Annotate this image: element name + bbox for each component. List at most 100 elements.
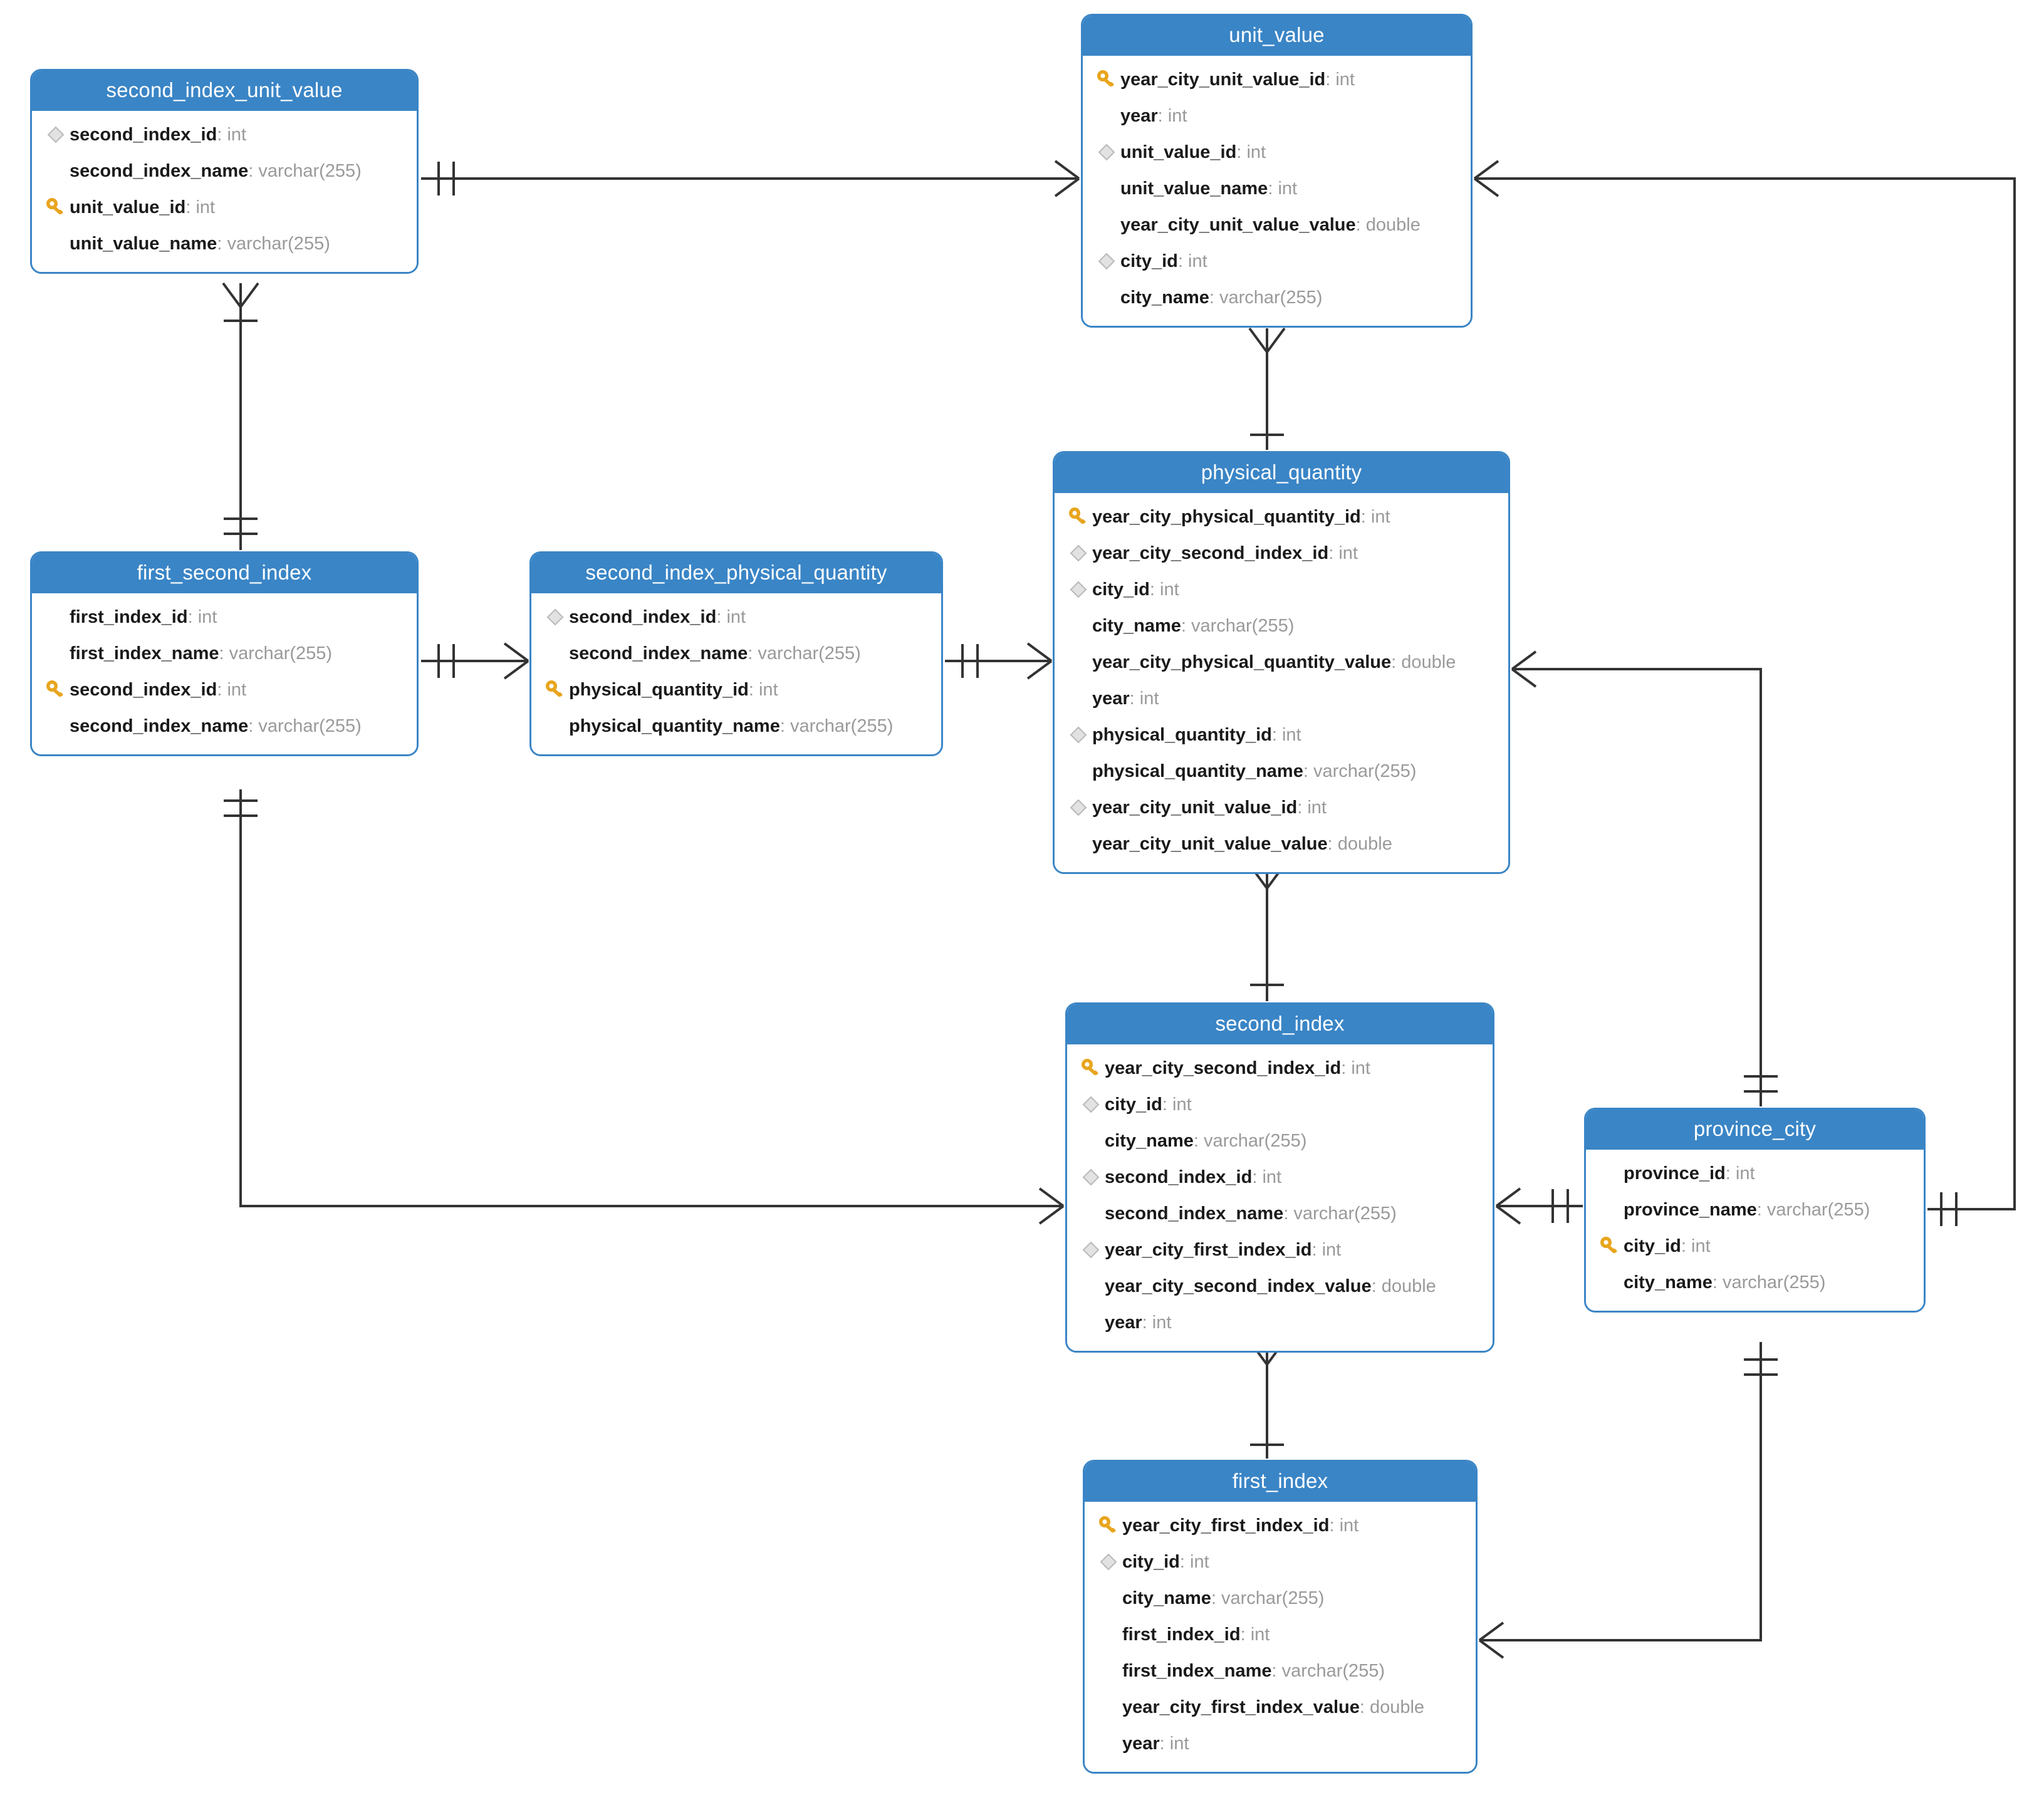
attribute-separator: :	[1283, 1203, 1294, 1224]
diamond-icon	[1077, 1237, 1105, 1262]
diamond-icon	[1093, 140, 1120, 165]
attribute-row[interactable]: second_index_id: int	[32, 117, 417, 153]
attribute-separator: :	[1355, 214, 1366, 235]
attribute-row[interactable]: year_city_unit_value_value: double	[1055, 826, 1508, 862]
attribute-type: int	[197, 606, 217, 627]
attribute-separator: :	[1149, 579, 1160, 600]
attribute-row[interactable]: unit_value_id: int	[32, 189, 417, 226]
attribute-row[interactable]: city_id: int	[1067, 1086, 1493, 1123]
attribute-separator: :	[1271, 1660, 1282, 1681]
edge-first-second-index-to-second-index	[224, 789, 1065, 1225]
attribute-row[interactable]: physical_quantity_id: int	[531, 672, 941, 708]
attribute-type: int	[1160, 579, 1179, 600]
attribute-row[interactable]: province_id: int	[1586, 1155, 1924, 1192]
attribute-row[interactable]: first_index_id: int	[1085, 1616, 1476, 1653]
attribute-name: physical_quantity_id	[569, 679, 749, 700]
attribute-row[interactable]: year_city_first_index_id: int	[1067, 1232, 1493, 1268]
attribute-row[interactable]: unit_value_name: int	[1083, 170, 1471, 207]
attribute-row[interactable]: physical_quantity_name: varchar(255)	[531, 708, 941, 744]
attribute-row[interactable]: second_index_name: varchar(255)	[32, 708, 417, 744]
attribute-row[interactable]: city_id: int	[1055, 571, 1508, 608]
attribute-row[interactable]: year: int	[1055, 680, 1508, 717]
diamond-icon	[1065, 795, 1092, 820]
attribute-row[interactable]: city_name: varchar(255)	[1067, 1123, 1493, 1159]
attribute-row[interactable]: year_city_second_index_id: int	[1055, 535, 1508, 571]
attribute-separator: :	[780, 715, 790, 736]
attribute-separator: :	[1391, 652, 1402, 672]
attribute-row[interactable]: year_city_second_index_id: int	[1067, 1050, 1493, 1086]
attribute-name: year	[1120, 105, 1158, 126]
attribute-row[interactable]: physical_quantity_name: varchar(255)	[1055, 753, 1508, 789]
attribute-row[interactable]: physical_quantity_id: int	[1055, 717, 1508, 753]
attribute-row[interactable]: second_index_id: int	[1067, 1159, 1493, 1195]
attribute-row[interactable]: year_city_first_index_value: double	[1085, 1689, 1476, 1725]
attribute-row[interactable]: year: int	[1083, 98, 1471, 134]
attribute-row[interactable]: first_index_name: varchar(255)	[32, 635, 417, 672]
attribute-name: city_name	[1624, 1272, 1713, 1293]
attr-icon-none	[1065, 686, 1092, 711]
attribute-row[interactable]: unit_value_id: int	[1083, 134, 1471, 170]
attribute-name: second_index_name	[70, 160, 249, 181]
attribute-separator: :	[219, 643, 229, 663]
key-icon	[1077, 1056, 1105, 1081]
attribute-separator: :	[1360, 506, 1371, 527]
attribute-separator: :	[1193, 1130, 1204, 1151]
attribute-row[interactable]: year_city_unit_value_value: double	[1083, 207, 1471, 243]
attribute-row[interactable]: city_name: varchar(255)	[1085, 1580, 1476, 1616]
attribute-row[interactable]: city_name: varchar(255)	[1586, 1264, 1924, 1301]
attribute-row[interactable]: second_index_name: varchar(255)	[1067, 1195, 1493, 1232]
attribute-row[interactable]: first_index_id: int	[32, 599, 417, 635]
attr-icon-none	[1077, 1201, 1105, 1226]
attr-icon-none	[1095, 1695, 1122, 1720]
attribute-type: int	[1335, 69, 1355, 90]
attribute-type: int	[1250, 1624, 1270, 1645]
attribute-type: varchar(255)	[1766, 1199, 1870, 1220]
attribute-row[interactable]: second_index_name: varchar(255)	[32, 153, 417, 189]
attribute-row[interactable]: city_id: int	[1586, 1228, 1924, 1264]
attribute-row[interactable]: year_city_unit_value_id: int	[1083, 61, 1471, 98]
attribute-row[interactable]: province_name: varchar(255)	[1586, 1192, 1924, 1228]
attribute-row[interactable]: second_index_id: int	[531, 599, 941, 635]
attribute-name: year_city_physical_quantity_id	[1092, 506, 1361, 527]
attribute-name: year_city_unit_value_value	[1120, 214, 1356, 235]
attribute-name: city_id	[1105, 1094, 1162, 1115]
attribute-row[interactable]: city_name: varchar(255)	[1083, 279, 1471, 316]
diamond-icon	[541, 605, 569, 630]
entity-title-first_second_index: first_second_index	[32, 553, 417, 593]
attribute-row[interactable]: second_index_name: varchar(255)	[531, 635, 941, 672]
attribute-separator: :	[1236, 142, 1247, 162]
attribute-separator: :	[1159, 1733, 1170, 1754]
attribute-row[interactable]: unit_value_name: varchar(255)	[32, 226, 417, 262]
attribute-row[interactable]: year_city_physical_quantity_id: int	[1055, 499, 1508, 535]
attribute-type: double	[1401, 652, 1456, 672]
attr-icon-none	[1065, 831, 1092, 856]
attribute-row[interactable]: year: int	[1085, 1725, 1476, 1762]
attribute-row[interactable]: city_id: int	[1085, 1544, 1476, 1580]
attribute-separator: :	[748, 643, 758, 663]
attribute-type: int	[1735, 1163, 1755, 1183]
attr-icon-none	[1065, 613, 1092, 638]
attribute-row[interactable]: year_city_first_index_id: int	[1085, 1507, 1476, 1544]
attribute-type: int	[1278, 178, 1298, 199]
attribute-row[interactable]: city_name: varchar(255)	[1055, 608, 1508, 644]
attribute-row[interactable]: year_city_second_index_value: double	[1067, 1268, 1493, 1304]
attribute-row[interactable]: year: int	[1067, 1304, 1493, 1341]
attribute-type: varchar(255)	[1203, 1130, 1307, 1151]
attribute-name: year_city_second_index_id	[1092, 543, 1329, 563]
attribute-row[interactable]: year_city_unit_value_id: int	[1055, 789, 1508, 826]
attribute-row[interactable]: year_city_physical_quantity_value: doubl…	[1055, 644, 1508, 680]
key-icon	[541, 677, 569, 702]
attribute-row[interactable]: second_index_id: int	[32, 672, 417, 708]
attribute-row[interactable]: first_index_name: varchar(255)	[1085, 1653, 1476, 1689]
attribute-row[interactable]: city_id: int	[1083, 243, 1471, 279]
